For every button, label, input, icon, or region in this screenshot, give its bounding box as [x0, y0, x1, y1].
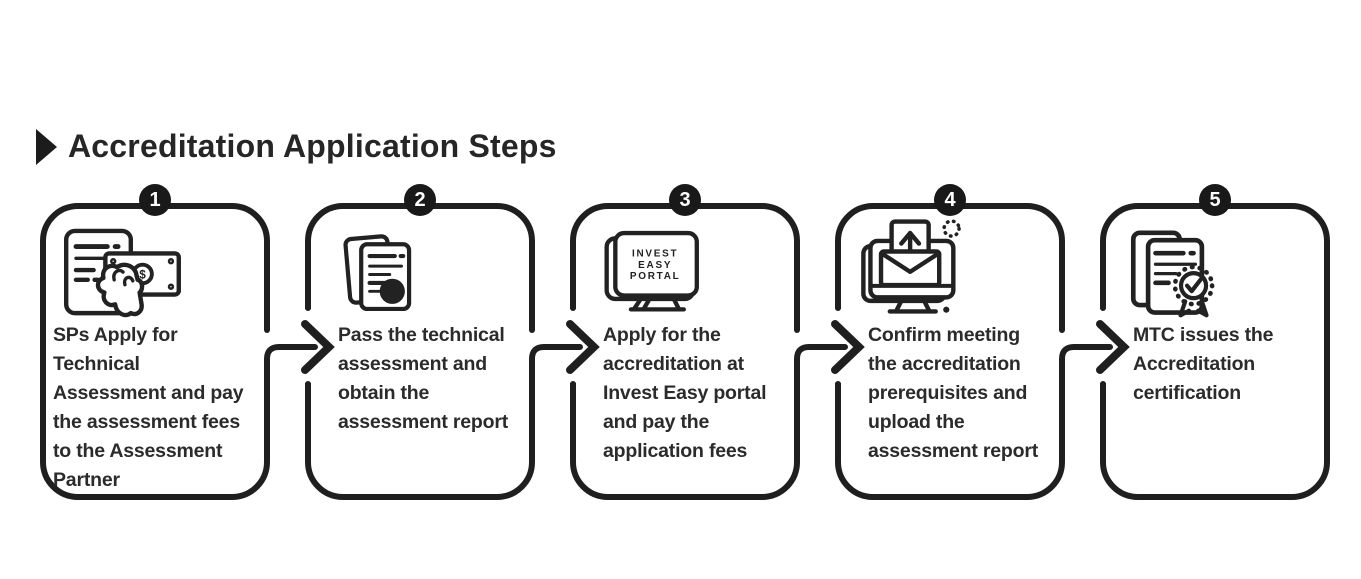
monitor-label-line1: INVEST: [632, 249, 678, 260]
upload-envelope-monitor-icon: [861, 219, 961, 314]
stamp-seal-icon: [379, 278, 405, 304]
step-box-5: 5 MTC issues the Accreditation certifica…: [1100, 184, 1330, 500]
certificate-documents-icon: [1130, 230, 1215, 318]
monitor-label-line2: EASY: [638, 260, 672, 271]
certificate-badge-icon: [1172, 264, 1215, 318]
step-number-badge: 4: [934, 184, 966, 216]
title-row: Accreditation Application Steps: [36, 128, 557, 165]
monitor-label-line3: PORTAL: [630, 271, 681, 282]
step-number-badge: 5: [1199, 184, 1231, 216]
step-box-3: 3 INVEST EASY PORTAL Apply for the accre…: [570, 184, 800, 500]
step-number-badge: 3: [669, 184, 701, 216]
title-arrow-icon: [36, 128, 57, 165]
invest-easy-portal-monitor-icon: INVEST EASY PORTAL: [604, 230, 699, 312]
receipt-payment-hand-icon: $: [63, 228, 181, 318]
step-description: Confirm meeting the accreditation prereq…: [868, 324, 1039, 462]
step-number-badge: 1: [139, 184, 171, 216]
step-number-badge: 2: [404, 184, 436, 216]
step-box-2: 2 Pass the technical assessment and obta…: [305, 184, 535, 500]
page-title: Accreditation Application Steps: [68, 128, 557, 164]
step-description: Pass the technical assessment and obtain…: [338, 324, 509, 433]
step-description: SPs Apply for Technical Assessment and p…: [53, 324, 244, 491]
step-box-1: 1 $ SPs Apply for Technical Assessment a…: [40, 184, 270, 500]
dotted-circle-icon: [942, 219, 961, 238]
step-description: MTC issues the Accreditation certificati…: [1133, 324, 1274, 404]
stamped-report-documents-icon: [343, 234, 412, 312]
dollar-symbol: $: [139, 268, 146, 281]
checkmark-icon: [1184, 277, 1204, 294]
step-description: Apply for the accreditation at Invest Ea…: [603, 324, 767, 462]
step-box-4: 4 Confirm meeting the accreditation prer…: [835, 184, 1065, 500]
